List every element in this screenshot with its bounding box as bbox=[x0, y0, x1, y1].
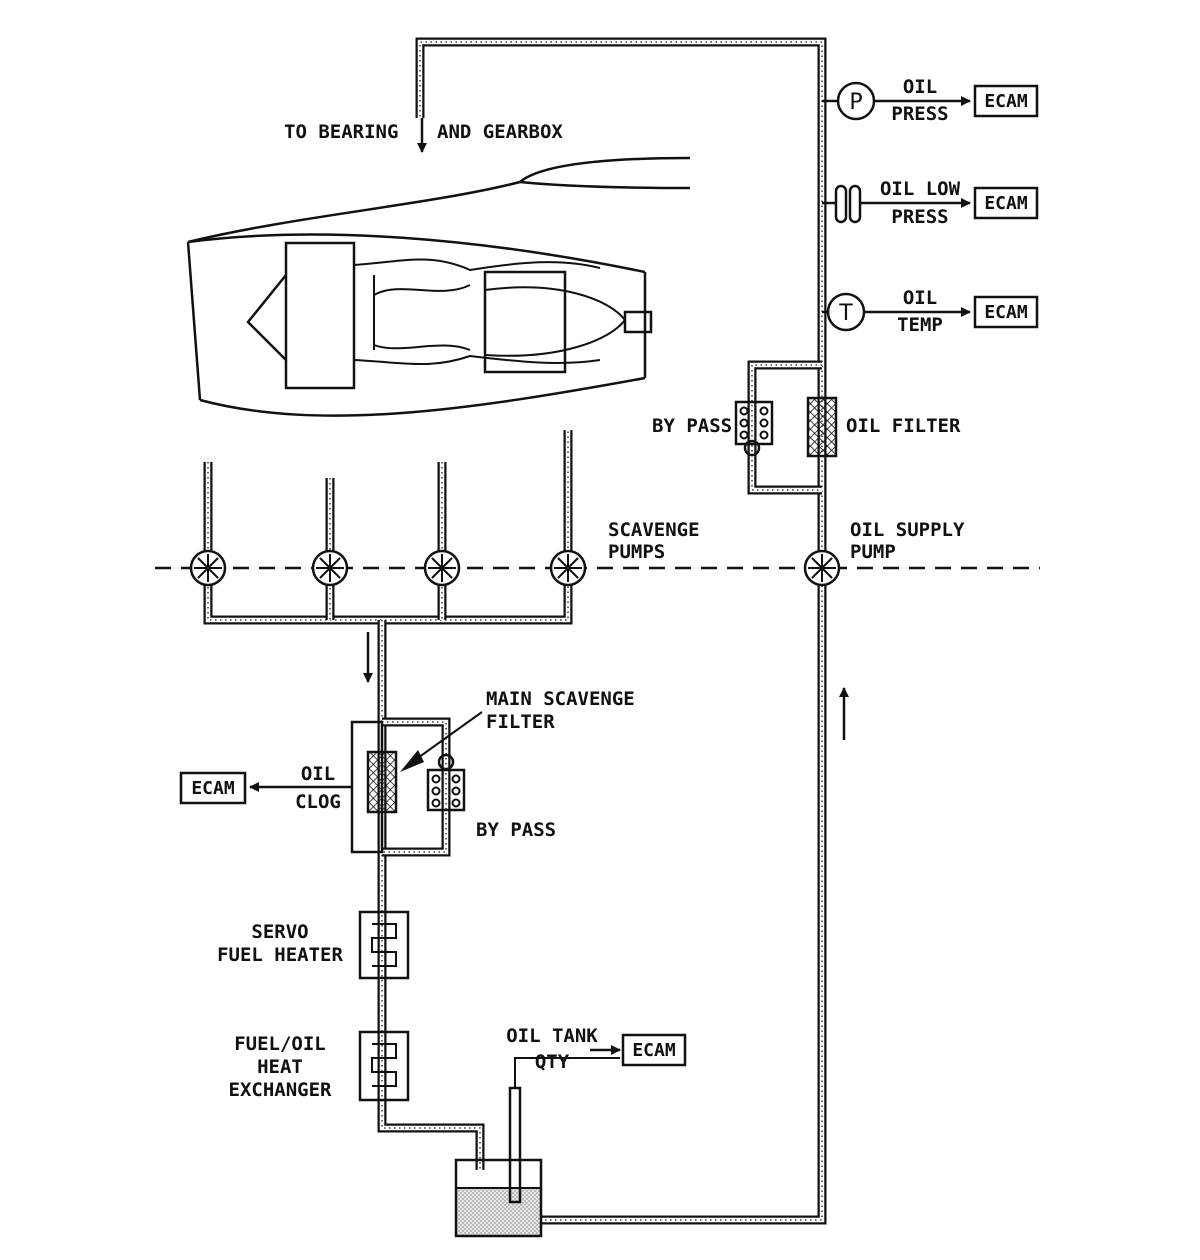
main-scavenge-filter-label-1: MAIN SCAVENGE bbox=[486, 688, 635, 710]
oil-filter-element bbox=[806, 396, 838, 458]
ecam-box-oil-press bbox=[973, 84, 1039, 118]
fuel-oil-heat-exchanger-label-1: FUEL/OIL bbox=[234, 1033, 326, 1055]
oil-supply-pump bbox=[803, 549, 841, 587]
main-scavenge-filter-element bbox=[366, 750, 398, 814]
scavenge-pump-1 bbox=[189, 549, 227, 587]
oil-clog-label-1: OIL bbox=[301, 763, 335, 785]
svg-text:ECAM: ECAM bbox=[632, 1040, 676, 1061]
ecam-box-oil-tank-qty bbox=[621, 1033, 687, 1067]
ecam-box-oil-clog bbox=[179, 771, 247, 805]
svg-text:P: P bbox=[849, 90, 862, 115]
scavenge-pumps-label-1: SCAVENGE bbox=[608, 519, 700, 541]
servo-fuel-heater-label-2: FUEL HEATER bbox=[217, 944, 343, 966]
engine-nacelle-drawing bbox=[186, 156, 691, 417]
oil-temperature-indication: T OIL TEMP ECAM bbox=[822, 287, 1039, 336]
and-gearbox-label: AND GEARBOX bbox=[437, 121, 563, 143]
oil-tank-qty-label-1: OIL TANK bbox=[506, 1025, 598, 1047]
oil-temp-label-2: TEMP bbox=[897, 314, 943, 336]
svg-text:ECAM: ECAM bbox=[984, 91, 1028, 112]
oil-pressure-indication: P OIL PRESS ECAM bbox=[822, 76, 1039, 125]
svg-text:ECAM: ECAM bbox=[191, 778, 235, 799]
fuel-oil-heat-exchanger bbox=[358, 1030, 410, 1102]
scavenge-pump-2 bbox=[311, 549, 349, 587]
oil-filter-label: OIL FILTER bbox=[846, 415, 961, 437]
ecam-box-oil-temp bbox=[973, 295, 1039, 329]
oil-clog-label-2: CLOG bbox=[295, 791, 341, 813]
low-pressure-switch-icon bbox=[834, 184, 848, 224]
by-pass-top-label: BY PASS bbox=[652, 415, 732, 437]
svg-text:ECAM: ECAM bbox=[984, 302, 1028, 323]
oil-press-label-1: OIL bbox=[903, 76, 937, 98]
oil-tank bbox=[454, 1158, 543, 1238]
oil-supply-pump-label-1: OIL SUPPLY bbox=[850, 519, 965, 541]
supply-bypass-valve bbox=[734, 400, 774, 457]
fuel-oil-heat-exchanger-label-2: HEAT bbox=[257, 1056, 303, 1078]
oil-temp-label-1: OIL bbox=[903, 287, 937, 309]
oil-pipes bbox=[203, 37, 827, 1225]
svg-text:T: T bbox=[838, 301, 853, 326]
svg-text:ECAM: ECAM bbox=[984, 193, 1028, 214]
servo-fuel-heater bbox=[358, 910, 410, 980]
to-bearing-label: TO BEARING bbox=[284, 121, 398, 143]
oil-low-press-label-2: PRESS bbox=[891, 206, 948, 228]
by-pass-bottom-label: BY PASS bbox=[476, 819, 556, 841]
oil-tank-quantity-probe bbox=[508, 1045, 621, 1204]
ecam-box-oil-low-press bbox=[973, 186, 1039, 220]
scavenge-bypass-valve bbox=[426, 753, 466, 812]
oil-low-pressure-indication: OIL LOW PRESS ECAM bbox=[822, 178, 1039, 228]
main-scavenge-filter-label-2: FILTER bbox=[486, 711, 555, 733]
scavenge-pump-4 bbox=[549, 549, 587, 587]
fuel-oil-heat-exchanger-label-3: EXCHANGER bbox=[229, 1079, 333, 1101]
oil-low-press-label-1: OIL LOW bbox=[880, 178, 961, 200]
oil-tank-qty-label-2: QTY bbox=[535, 1051, 570, 1073]
oil-press-label-2: PRESS bbox=[891, 103, 948, 125]
scavenge-pump-3 bbox=[423, 549, 461, 587]
servo-fuel-heater-label-1: SERVO bbox=[251, 921, 308, 943]
scavenge-pumps-label-2: PUMPS bbox=[608, 541, 665, 563]
oil-supply-pump-label-2: PUMP bbox=[850, 541, 896, 563]
